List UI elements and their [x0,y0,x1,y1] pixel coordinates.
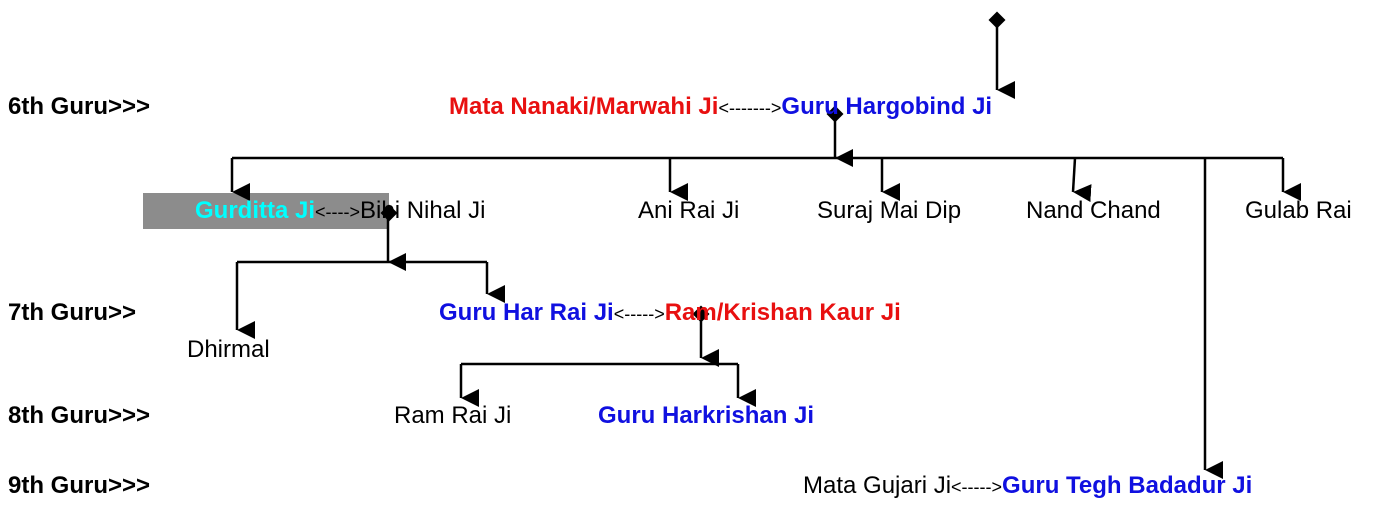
row6-line: Mata Nanaki/Marwahi Ji<------->Guru Harg… [449,93,992,122]
row7-line: Guru Har Rai Ji<----->Ram/Krishan Kaur J… [439,299,901,328]
ram-rai-name: Ram Rai Ji [394,402,512,429]
bibi-nihal-name: Bibi Nihal Ji [360,197,486,224]
guru-hargobind-name: Guru Hargobind Ji [781,93,993,120]
guru-harkrishan-name: Guru Harkrishan Ji [598,402,815,429]
root-diamond [988,11,1006,29]
nand-chand-name: Nand Chand [1026,197,1161,224]
ani-rai-name: Ani Rai Ji [638,197,740,224]
suraj-mai-dip-name: Suraj Mai Dip [817,197,962,224]
marriage7-diamond [692,305,710,323]
guru-tegh-bahadur-name: Guru Tegh Badadur Ji [1002,472,1253,499]
gurditta-name: Gurditta Ji [195,197,316,224]
marriage-gurditta-link: <----> [315,202,361,222]
guru-har-rai-name: Guru Har Rai Ji [439,299,614,326]
drop-nand [1071,157,1092,203]
gulab-rai-name: Gulab Rai [1245,197,1352,224]
generation-label-8: 8th Guru>>> [8,402,151,429]
generation-label-6: 6th Guru>>> [8,93,151,120]
dhirmal-name: Dhirmal [187,336,270,363]
marriage-gurditta-diamond [380,204,398,222]
row9-line: Mata Gujari Ji<----->Guru Tegh Badadur J… [803,472,1252,501]
mata-gujari-name: Mata Gujari Ji [803,472,952,499]
marriage9-link: <-----> [951,477,1003,497]
generation-label-7: 7th Guru>> [8,299,137,326]
mata-nanaki-name: Mata Nanaki/Marwahi Ji [449,93,719,120]
marriage6-link: <-------> [718,98,782,118]
marriage7-link: <-----> [613,304,665,324]
generation-label-9: 9th Guru>>> [8,472,151,499]
ram-krishan-kaur-name: Ram/Krishan Kaur Ji [664,299,901,326]
marriage6-diamond [826,105,844,123]
gurditta-line: Gurditta Ji<---->Bibi Nihal Ji [195,197,485,226]
gurditta-highlight [143,193,389,229]
